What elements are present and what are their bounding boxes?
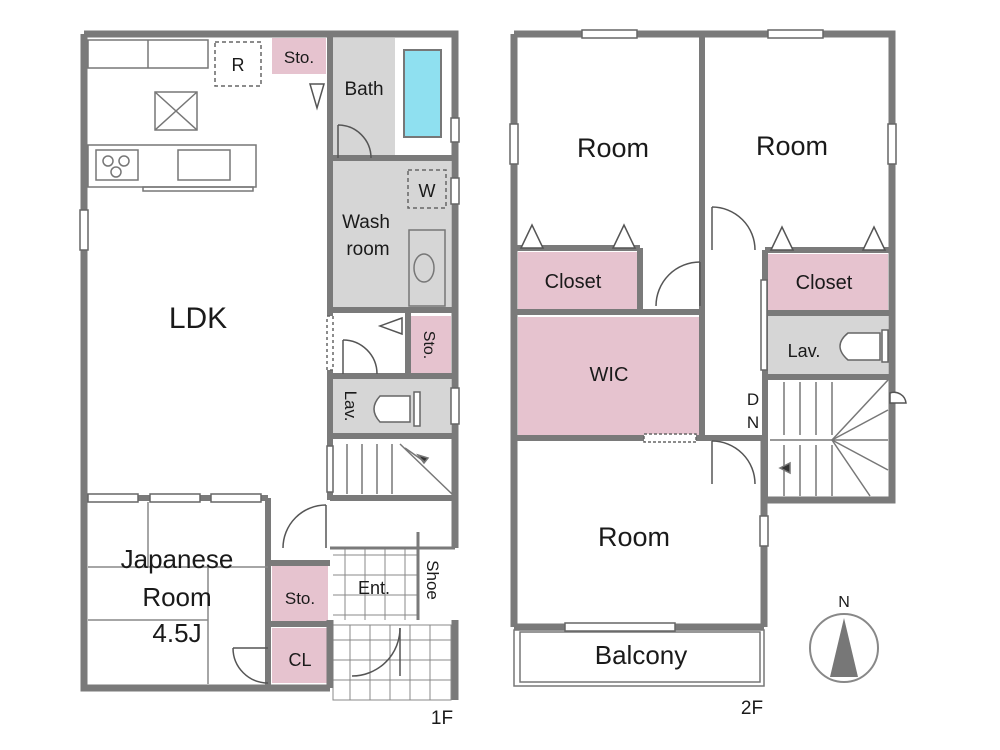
compass-needle-icon	[830, 618, 858, 677]
label-storage-lower: Sto.	[285, 589, 315, 608]
label-down-n: N	[747, 413, 759, 432]
label-floor-2f: 2F	[741, 698, 763, 719]
windows-2f	[509, 29, 897, 632]
entrance-tiles	[332, 548, 452, 701]
label-room-right: Room	[756, 131, 828, 161]
label-washer: W	[419, 181, 436, 201]
first-floor-interior-walls	[84, 34, 455, 688]
windows-1f	[79, 117, 460, 503]
doors-2f	[519, 206, 907, 485]
kitchen-counter	[87, 39, 257, 192]
label-closet-left: Closet	[545, 271, 602, 293]
stairs-2f	[770, 379, 889, 497]
label-wic: WIC	[590, 364, 629, 386]
label-storage-mid: Sto.	[420, 331, 437, 359]
closet-right-fill	[768, 254, 888, 310]
label-wash-line1: Wash	[342, 212, 390, 233]
wash-room-fill	[333, 160, 451, 308]
refrigerator-space	[214, 41, 262, 87]
label-lavatory: Lav.	[341, 391, 360, 422]
stairs-1f	[346, 443, 453, 495]
label-japanese-line1: Japanese	[121, 544, 234, 574]
label-bath: Bath	[344, 79, 383, 100]
label-storage-kitchen: Sto.	[284, 48, 314, 67]
label-room-bottom: Room	[598, 522, 670, 552]
label-floor-1f: 1F	[431, 708, 453, 729]
tatami-lines	[88, 502, 268, 684]
label-compass-north: N	[838, 594, 850, 611]
closet-left-fill	[518, 252, 638, 310]
label-shoe: Shoe	[423, 560, 442, 600]
second-floor-plan: Room Room Closet Closet WIC Lav. D N Roo…	[509, 29, 907, 719]
closet-fill	[272, 628, 328, 683]
wash-basin	[408, 229, 446, 307]
storage-kitchen-fill	[272, 38, 326, 74]
doors-1f	[232, 83, 403, 684]
storage-lower-fill	[272, 566, 328, 621]
label-balcony: Balcony	[595, 640, 688, 670]
label-japanese-line2: Room	[142, 582, 211, 612]
toilet-1f	[373, 391, 421, 427]
first-floor-plan: R Sto. Bath W Wash room LDK Sto. Lav. Ja…	[79, 30, 460, 729]
label-entrance: Ent.	[358, 578, 390, 598]
bathtub	[403, 49, 442, 138]
washer-space	[407, 169, 447, 209]
label-refrigerator: R	[232, 55, 245, 75]
label-japanese-line3: 4.5J	[152, 618, 201, 648]
label-wash-line2: room	[346, 239, 389, 260]
label-down-d: D	[747, 390, 759, 409]
label-closet: CL	[288, 650, 311, 670]
label-room-left: Room	[577, 133, 649, 163]
label-lavatory-2f: Lav.	[788, 341, 821, 361]
compass: N	[809, 594, 879, 683]
wic-fill	[518, 317, 700, 437]
toilet-2f	[839, 329, 889, 363]
label-closet-right: Closet	[796, 272, 853, 294]
label-ldk: LDK	[169, 302, 227, 335]
storage-mid-fill	[411, 316, 451, 373]
